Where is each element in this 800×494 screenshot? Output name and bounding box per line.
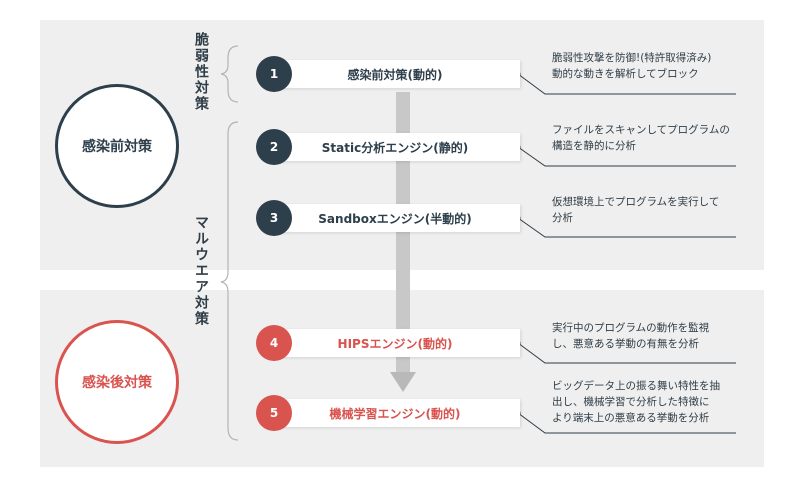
step-4-box: HIPSエンジン(動的) <box>270 329 520 357</box>
step-5-desc-line: より端末上の悪意ある挙動を分析 <box>552 412 710 424</box>
step-1-description: 脆弱性攻撃を防御!(特許取得済み) 動的な動きを解析してブロック <box>552 50 752 82</box>
step-3-box: Sandboxエンジン(半動的) <box>270 204 520 232</box>
callout-line-5 <box>517 412 736 434</box>
step-4-description: 実行中のプログラムの動作を監視 し、悪意ある挙動の有無を分析 <box>552 320 752 352</box>
step-3-desc-line: 分析 <box>552 212 573 224</box>
step-3-desc-line: 仮想環境上でプログラムを実行して <box>552 196 720 208</box>
step-2-desc-line: 構造を静的に分析 <box>552 140 636 152</box>
step-2-number: 2 <box>256 129 292 165</box>
step-3-description: 仮想環境上でプログラムを実行して 分析 <box>552 194 752 226</box>
step-4-label: HIPSエンジン(動的) <box>337 336 453 351</box>
step-1-desc-line: 脆弱性攻撃を防御!(特許取得済み) <box>552 52 712 64</box>
vulnerability-group-label: 脆弱性対策 <box>193 32 209 112</box>
vulnerability-bracket <box>220 45 239 103</box>
step-2-label: Static分析エンジン(静的) <box>321 140 469 155</box>
step-3-number: 3 <box>256 200 292 236</box>
step-5-description: ビッグデータ上の振る舞い特性を抽 出し、機械学習で分析した特徴に より端末上の悪… <box>552 378 752 426</box>
step-5-label: 機械学習エンジン(動的) <box>329 406 461 421</box>
flow-arrow-shaft <box>396 92 410 374</box>
step-2-description: ファイルをスキャンしてプログラムの 構造を静的に分析 <box>552 122 752 154</box>
step-5-number: 5 <box>256 395 292 431</box>
post-infection-circle: 感染後対策 <box>55 320 179 444</box>
malware-bracket <box>220 121 239 441</box>
step-5-box: 機械学習エンジン(動的) <box>270 399 520 427</box>
step-2-desc-line: ファイルをスキャンしてプログラムの <box>552 124 730 136</box>
callout-line-4 <box>517 342 736 364</box>
step-5-desc-line: 出し、機械学習で分析した特徴に <box>552 396 710 408</box>
step-2-box: Static分析エンジン(静的) <box>270 133 520 161</box>
step-1-number: 1 <box>256 56 292 92</box>
step-4-desc-line: し、悪意ある挙動の有無を分析 <box>552 338 699 350</box>
step-1-desc-line: 動的な動きを解析してブロック <box>552 68 699 80</box>
pre-infection-circle: 感染前対策 <box>55 84 179 208</box>
step-3-label: Sandboxエンジン(半動的) <box>318 211 472 226</box>
step-4-number: 4 <box>256 325 292 361</box>
step-1-box: 感染前対策(動的) <box>270 60 520 88</box>
callout-line-3 <box>517 217 736 238</box>
step-5-desc-line: ビッグデータ上の振る舞い特性を抽 <box>552 380 720 392</box>
malware-group-label: マルウエア対策 <box>193 215 209 327</box>
callout-line-1 <box>517 73 736 95</box>
step-1-label: 感染前対策(動的) <box>347 67 443 82</box>
callout-line-2 <box>517 146 736 167</box>
flow-arrow-head <box>390 372 416 392</box>
step-4-desc-line: 実行中のプログラムの動作を監視 <box>552 322 710 334</box>
